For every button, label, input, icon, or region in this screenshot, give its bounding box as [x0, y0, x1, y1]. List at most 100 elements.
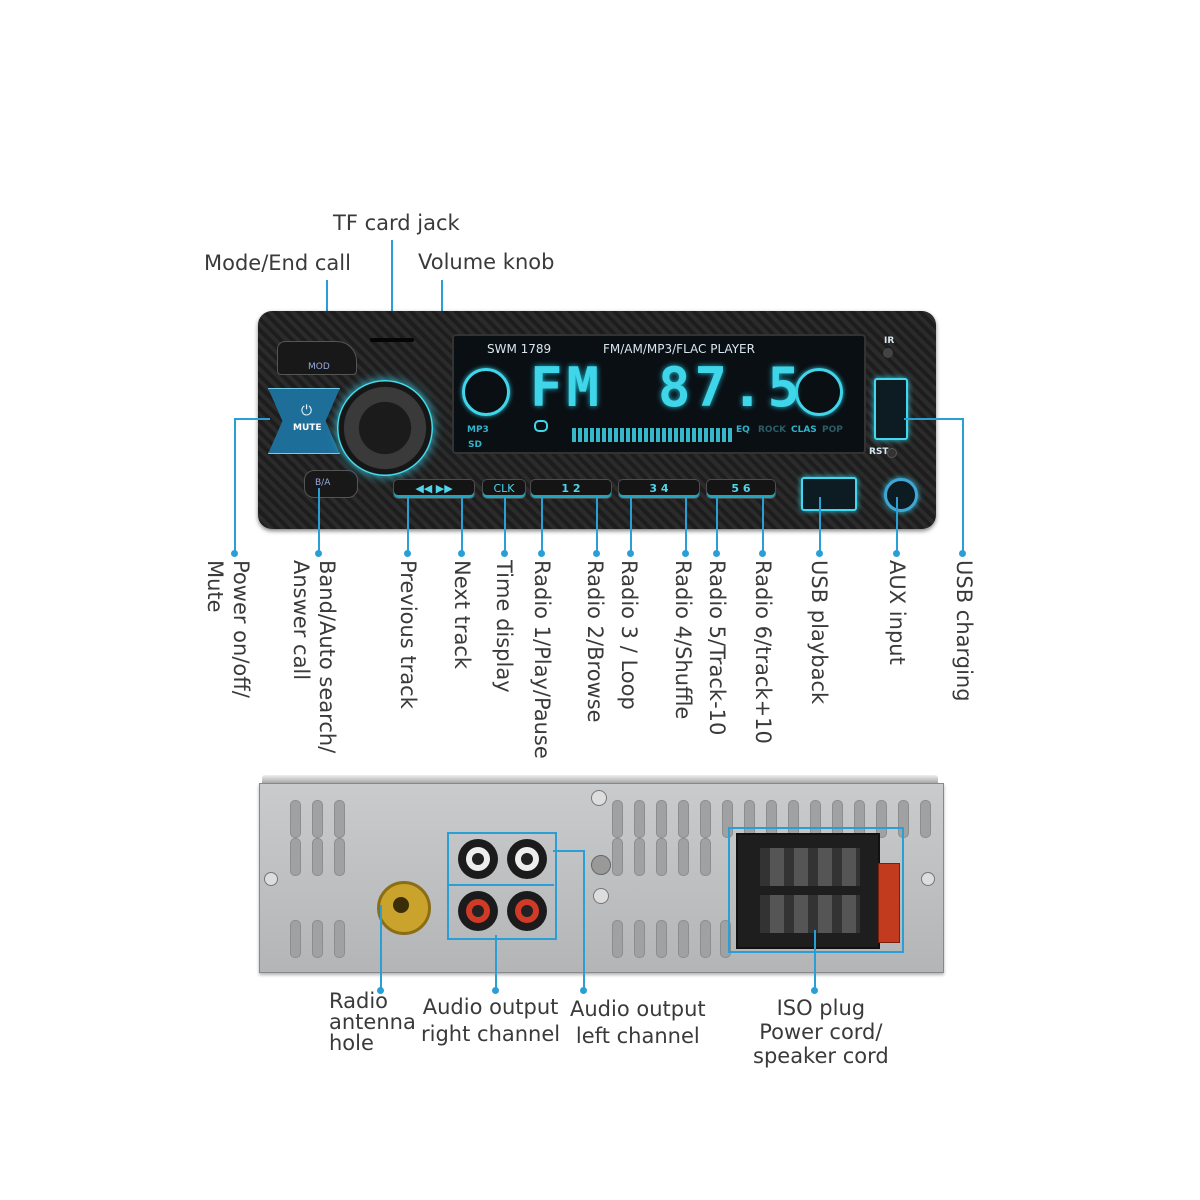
vent-slot [290, 800, 301, 838]
label-power-mute: Power on/off/ Mute [203, 560, 253, 698]
screw-mid [593, 888, 609, 904]
dot-aux [893, 550, 900, 557]
dot-r4 [682, 550, 689, 557]
radio-5-6-button[interactable]: 5 6 [706, 479, 776, 499]
vent-slot [290, 920, 301, 958]
screw-top [591, 790, 607, 806]
dot-prev [404, 550, 411, 557]
antenna-hole [393, 897, 409, 913]
volume-knob[interactable] [337, 380, 433, 476]
usb-playback-port[interactable] [801, 477, 857, 511]
band-button[interactable]: B/A [304, 470, 358, 498]
label-aux-input: AUX input [885, 560, 909, 665]
leader-tf-card [391, 240, 393, 336]
dot-r1 [538, 550, 545, 557]
leader-next [461, 497, 463, 553]
leader-r3 [630, 497, 632, 553]
vent-slot [634, 838, 645, 876]
label-radio-3: Radio 3 / Loop [617, 560, 641, 710]
rca-box [447, 832, 557, 940]
vent-slot [334, 800, 345, 838]
rock-indicator: ROCK [758, 425, 787, 435]
rca-right-red-2[interactable] [507, 891, 547, 931]
label-usb-charging: USB charging [952, 560, 976, 702]
vent-slot [678, 838, 689, 876]
label-iso-plug: ISO plug Power cord/ speaker cord [753, 996, 889, 1068]
pop-indicator: POP [822, 425, 843, 435]
label-band-answer: Band/Auto search/ Answer call [289, 560, 339, 754]
leader-usbcharge-h [904, 418, 964, 420]
leader-audio-right [495, 935, 497, 993]
label-usb-playback: USB playback [807, 560, 831, 705]
vent-slot [720, 920, 731, 958]
label-mode-end-call: Mode/End call [204, 251, 351, 275]
screw-right [921, 872, 935, 886]
vent-slot [678, 800, 689, 838]
vent-slot [634, 800, 645, 838]
dot-antenna [377, 987, 384, 994]
leader-audio-left [583, 850, 585, 993]
vent-slot [656, 920, 667, 958]
spectrum-bars [572, 428, 732, 442]
player-label: FM/AM/MP3/FLAC PLAYER [603, 342, 755, 356]
mount-hole [591, 855, 611, 875]
vent-slot [312, 920, 323, 958]
vent-slot [334, 920, 345, 958]
repeat-icon [534, 420, 548, 432]
vent-slot [656, 838, 667, 876]
vent-slot [700, 920, 711, 958]
reset-button[interactable] [887, 448, 897, 458]
leader-time [504, 497, 506, 553]
clk-button[interactable]: CLK [482, 479, 526, 499]
label-radio-4: Radio 4/Shuffle [671, 560, 695, 720]
tf-card-slot[interactable] [370, 338, 414, 342]
rca-left-white-1[interactable] [458, 839, 498, 879]
dot-r6 [759, 550, 766, 557]
fuse [878, 863, 900, 943]
rca-right-red-1[interactable] [458, 891, 498, 931]
leader-r2 [596, 497, 598, 553]
dot-iso [811, 987, 818, 994]
aux-input-jack[interactable] [884, 478, 918, 512]
usb-charging-port[interactable] [874, 378, 908, 440]
sd-indicator: SD [468, 440, 482, 450]
power-icon: ⏻ [301, 403, 313, 419]
vent-slot [612, 838, 623, 876]
leader-antenna [380, 905, 382, 993]
back-top-lip [262, 775, 938, 783]
prev-next-button[interactable]: ◀◀ ▶▶ [393, 479, 475, 499]
iso-pins-bottom [760, 895, 860, 933]
label-radio-5: Radio 5/Track-10 [705, 560, 729, 736]
leader-band [318, 488, 320, 553]
leader-r6 [762, 497, 764, 553]
vent-slot [656, 800, 667, 838]
vent-slot [334, 838, 345, 876]
vent-slot [678, 920, 689, 958]
dot-next [458, 550, 465, 557]
leader-usbplay [819, 497, 821, 553]
radio-1-2-button[interactable]: 1 2 [530, 479, 612, 499]
label-volume-knob: Volume knob [418, 250, 555, 274]
leader-r4 [685, 497, 687, 553]
vent-slot [290, 838, 301, 876]
dot-power [231, 550, 238, 557]
mp3-indicator: MP3 [467, 425, 489, 435]
label-previous-track: Previous track [396, 560, 420, 709]
eq-indicator: EQ [736, 425, 750, 435]
left-speaker-icon [462, 368, 510, 416]
vent-slot [722, 800, 733, 838]
label-radio-6: Radio 6/track+10 [751, 560, 775, 744]
vent-slot [312, 838, 323, 876]
label-audio-left: Audio output left channel [570, 997, 706, 1048]
model-label: SWM 1789 [487, 342, 552, 356]
dot-audio-right [492, 987, 499, 994]
radio-3-4-button[interactable]: 3 4 [618, 479, 700, 499]
leader-aux [896, 497, 898, 553]
rca-left-white-2[interactable] [507, 839, 547, 879]
mode-button[interactable]: MOD [277, 341, 357, 375]
vent-slot [612, 920, 623, 958]
vent-slot [634, 920, 645, 958]
leader-audio-left-h [553, 850, 585, 852]
rca-divider [448, 884, 554, 886]
vent-slot [700, 800, 711, 838]
